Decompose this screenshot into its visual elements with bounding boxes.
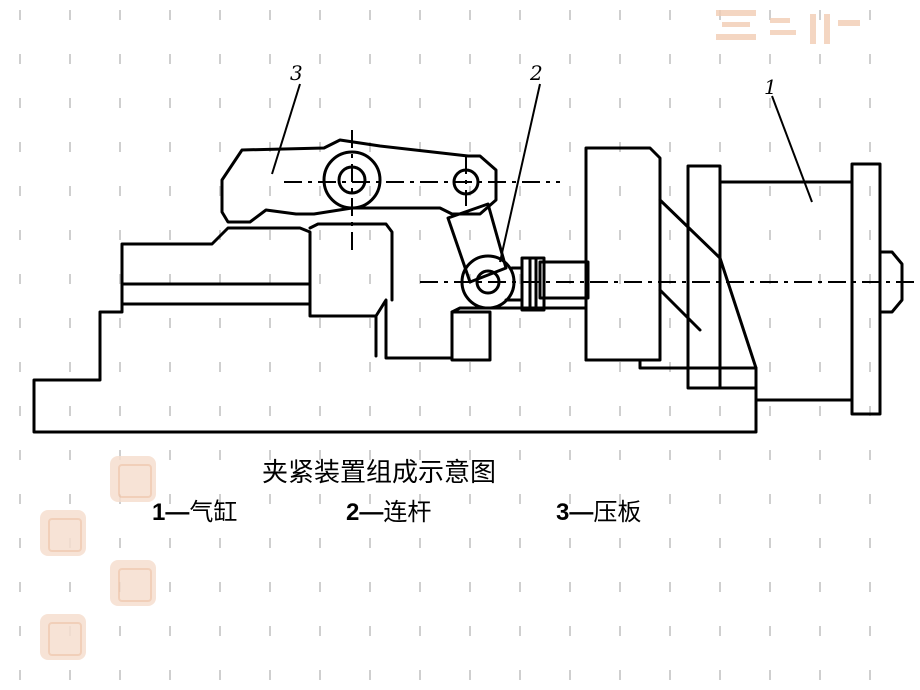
callout-2: 2 — [529, 61, 543, 85]
support-post — [450, 310, 492, 362]
legend-dash: — — [165, 499, 190, 526]
legend-number: 1 — [152, 499, 166, 526]
base-body — [32, 226, 758, 434]
legend-number: 2 — [346, 499, 360, 526]
legend-dash: — — [569, 499, 594, 526]
legend-dash: — — [359, 499, 384, 526]
seal-stamp-icon — [40, 614, 86, 660]
cylinder-end-cap — [850, 162, 882, 416]
callout-1: 1 — [764, 75, 777, 99]
corner-seal-mark — [716, 10, 860, 44]
legend-text: 连杆 — [383, 498, 432, 526]
legend-item-clamp-plate: 3—压板 — [556, 492, 641, 527]
legend-text: 压板 — [593, 498, 642, 526]
legend-item-cylinder: 1—气缸 — [152, 492, 237, 527]
seal-stamp-icon — [40, 510, 86, 556]
clamp-plate — [220, 138, 498, 224]
seal-stamp-icon — [110, 456, 156, 502]
legend-number: 3 — [556, 499, 570, 526]
legend-item-connecting-rod: 2—连杆 — [346, 492, 431, 527]
legend-text: 气缸 — [189, 498, 238, 526]
connecting-rod — [446, 202, 508, 284]
callout-3: 3 — [290, 61, 303, 85]
clamping-device-drawing: 3 2 1 — [32, 61, 916, 434]
cylinder-bracket — [584, 146, 662, 362]
cylinder-fitting — [878, 250, 904, 314]
diagram-title: 夹紧装置组成示意图 — [262, 458, 497, 488]
piston-rod — [538, 260, 590, 300]
seal-stamp-icon — [110, 560, 156, 606]
